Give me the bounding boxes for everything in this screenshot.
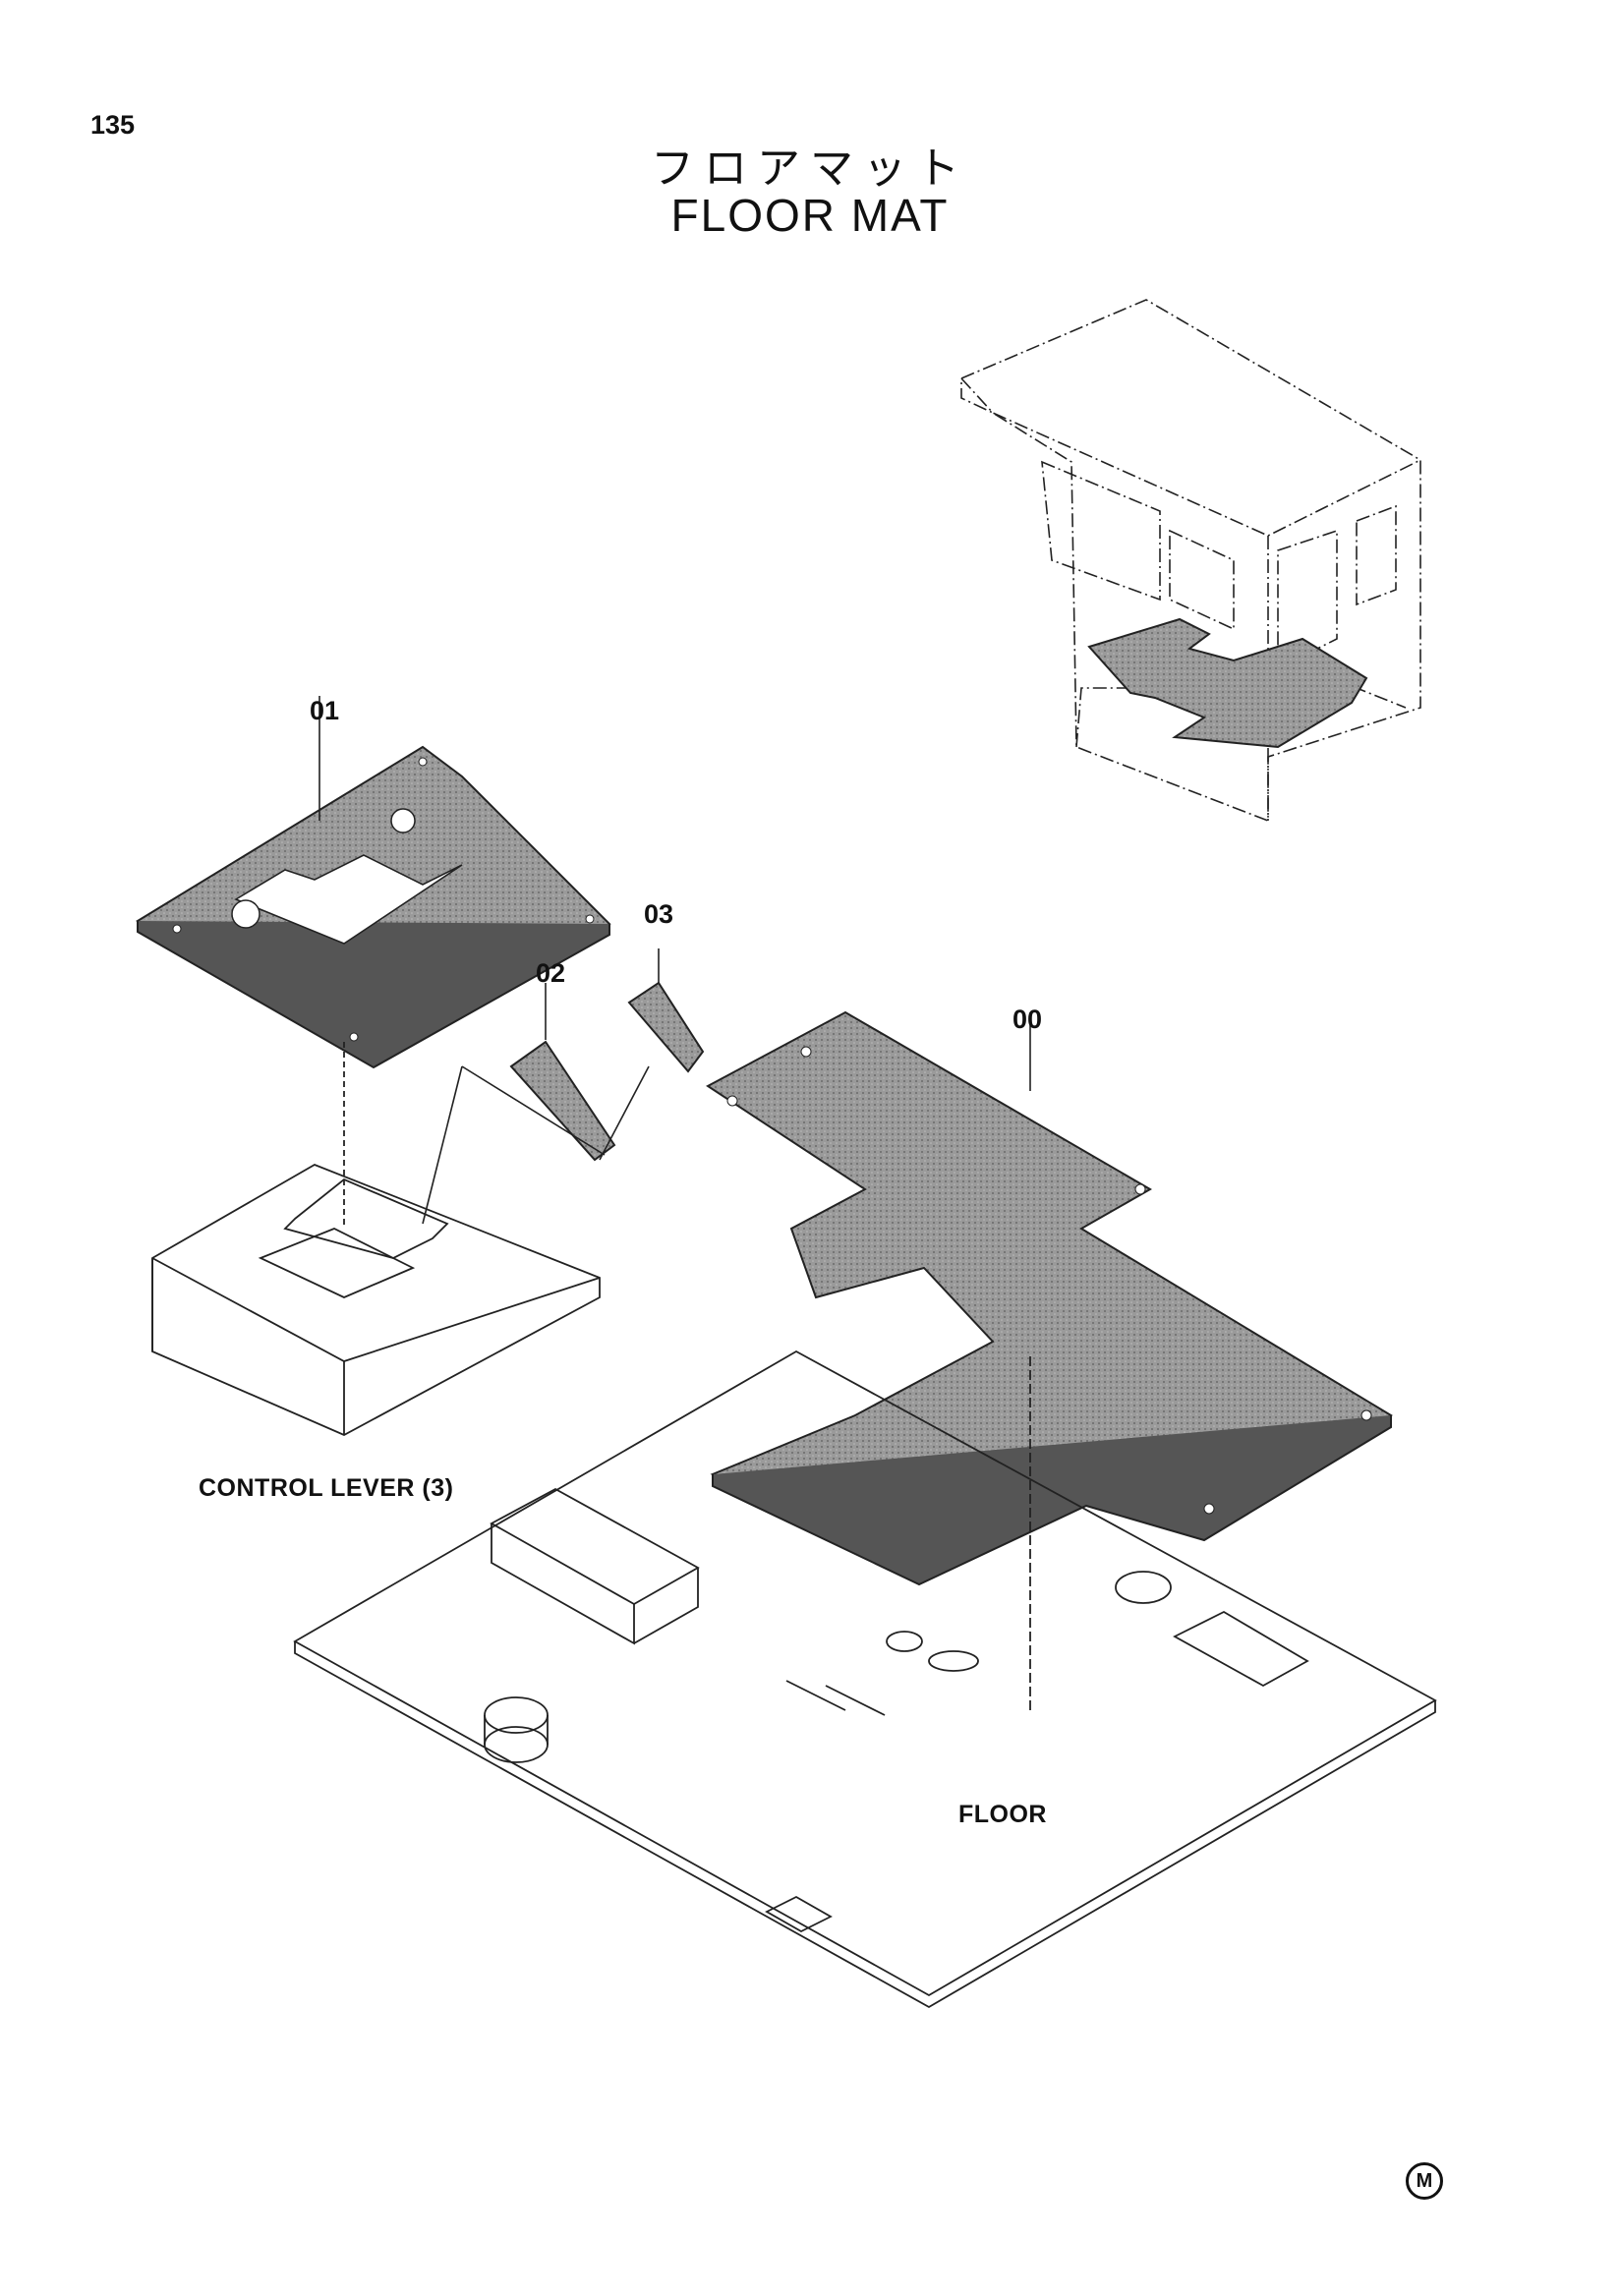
page-number: 135: [90, 110, 136, 140]
leader-lines: [318, 696, 1031, 1225]
callout-02: 02: [536, 958, 566, 988]
label-control-lever: CONTROL LEVER (3): [199, 1474, 454, 1502]
part-03-shape: [627, 981, 705, 1073]
m-mark-icon: M: [1406, 2162, 1443, 2200]
title-english: FLOOR MAT: [670, 190, 950, 241]
cab-overview: [960, 299, 1421, 823]
callout-00: 00: [1012, 1004, 1043, 1034]
mat-00-shape: [706, 1010, 1393, 1586]
cab-floor-mat: [1087, 617, 1368, 749]
title-japanese: フロアマット: [651, 144, 969, 194]
mat-01-shape: [136, 745, 611, 1069]
floor-plate: [293, 1349, 1437, 2009]
callout-03: 03: [644, 899, 674, 929]
control-lever-base: [151, 1042, 601, 1436]
part-02-shape: [509, 1040, 616, 1162]
label-floor: FLOOR: [958, 1801, 1047, 1828]
callout-01: 01: [310, 696, 340, 725]
